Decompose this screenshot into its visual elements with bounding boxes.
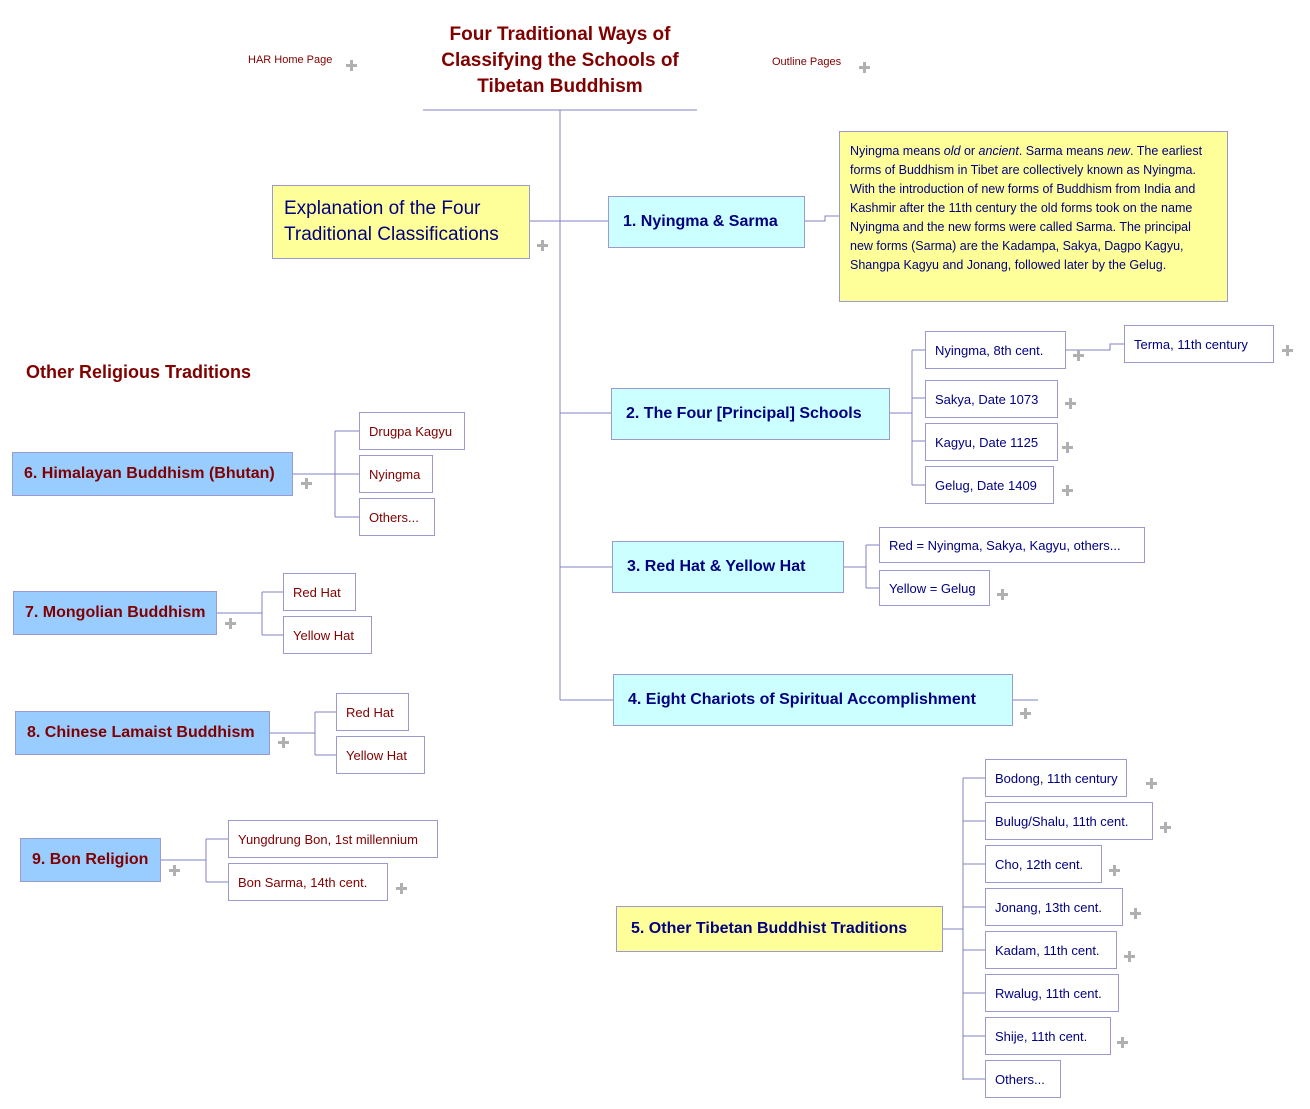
nyingma-sarma-note: Nyingma means old or ancient. Sarma mean…	[839, 131, 1228, 302]
branch-himalayan[interactable]: 6. Himalayan Buddhism (Bhutan)	[12, 452, 293, 496]
leaf-sakya[interactable]: Sakya, Date 1073	[925, 380, 1058, 418]
expand-icon[interactable]	[1073, 350, 1084, 361]
leaf-yellow-hat-china[interactable]: Yellow Hat	[336, 736, 425, 774]
leaf-yungdrung[interactable]: Yungdrung Bon, 1st millennium	[228, 820, 438, 858]
expand-icon[interactable]	[1020, 708, 1031, 719]
expand-icon[interactable]	[1146, 778, 1157, 789]
expand-icon[interactable]	[1124, 951, 1135, 962]
branch-mongolian[interactable]: 7. Mongolian Buddhism	[13, 591, 217, 635]
expand-icon[interactable]	[1160, 822, 1171, 833]
expand-icon[interactable]	[301, 478, 312, 489]
leaf-cho[interactable]: Cho, 12th cent.	[985, 845, 1102, 883]
har-home-link[interactable]: HAR Home Page	[248, 54, 333, 66]
leaf-drugpa[interactable]: Drugpa Kagyu	[359, 412, 465, 450]
expand-icon[interactable]	[997, 589, 1008, 600]
leaf-red-hat-mongolia[interactable]: Red Hat	[283, 573, 356, 611]
leaf-gelug[interactable]: Gelug, Date 1409	[925, 466, 1054, 504]
branch-nyingma-sarma[interactable]: 1. Nyingma & Sarma	[608, 196, 805, 248]
leaf-red-hat-china[interactable]: Red Hat	[336, 693, 409, 731]
branch-chinese[interactable]: 8. Chinese Lamaist Buddhism	[15, 711, 270, 755]
leaf-nyingma[interactable]: Nyingma, 8th cent.	[925, 331, 1066, 369]
leaf-bulug[interactable]: Bulug/Shalu, 11th cent.	[985, 802, 1153, 840]
leaf-kadam[interactable]: Kadam, 11th cent.	[985, 931, 1117, 969]
leaf-rwalug[interactable]: Rwalug, 11th cent.	[985, 974, 1119, 1012]
page-title: Four Traditional Ways of Classifying the…	[441, 24, 679, 97]
leaf-yellow[interactable]: Yellow = Gelug	[879, 570, 990, 606]
expand-icon[interactable]	[537, 240, 548, 251]
expand-icon[interactable]	[1062, 485, 1073, 496]
leaf-bodong[interactable]: Bodong, 11th century	[985, 759, 1127, 797]
branch-four-schools[interactable]: 2. The Four [Principal] Schools	[611, 388, 890, 440]
outline-pages-link[interactable]: Outline Pages	[772, 56, 842, 68]
leaf-jonang[interactable]: Jonang, 13th cent.	[985, 888, 1123, 926]
expand-icon[interactable]	[1062, 442, 1073, 453]
other-traditions-heading: Other Religious Traditions	[26, 362, 252, 382]
leaf-red[interactable]: Red = Nyingma, Sakya, Kagyu, others...	[879, 527, 1145, 563]
branch-bon[interactable]: 9. Bon Religion	[20, 838, 161, 882]
expand-icon[interactable]	[169, 865, 180, 876]
leaf-others[interactable]: Others...	[985, 1060, 1061, 1098]
leaf-others-bhutan[interactable]: Others...	[359, 498, 435, 536]
leaf-kagyu[interactable]: Kagyu, Date 1125	[925, 423, 1058, 461]
leaf-terma[interactable]: Terma, 11th century	[1124, 325, 1274, 363]
leaf-nyingma-bhutan[interactable]: Nyingma	[359, 455, 433, 493]
expand-icon[interactable]	[1130, 908, 1141, 919]
leaf-bon-sarma[interactable]: Bon Sarma, 14th cent.	[228, 863, 388, 901]
expand-icon[interactable]	[1109, 865, 1120, 876]
expand-icon[interactable]	[346, 60, 357, 71]
branch-red-yellow-hat[interactable]: 3. Red Hat & Yellow Hat	[612, 541, 844, 593]
expand-icon[interactable]	[1282, 345, 1293, 356]
expand-icon[interactable]	[859, 62, 870, 73]
expand-icon[interactable]	[1117, 1037, 1128, 1048]
expand-icon[interactable]	[1065, 398, 1076, 409]
expand-icon[interactable]	[225, 618, 236, 629]
branch-other-tibetan[interactable]: 5. Other Tibetan Buddhist Traditions	[616, 906, 943, 952]
leaf-shije[interactable]: Shije, 11th cent.	[985, 1017, 1111, 1055]
leaf-yellow-hat-mongolia[interactable]: Yellow Hat	[283, 616, 372, 654]
expand-icon[interactable]	[278, 737, 289, 748]
explanation-node[interactable]: Explanation of the Four Traditional Clas…	[272, 185, 530, 259]
expand-icon[interactable]	[396, 883, 407, 894]
branch-eight-chariots[interactable]: 4. Eight Chariots of Spiritual Accomplis…	[613, 674, 1013, 726]
